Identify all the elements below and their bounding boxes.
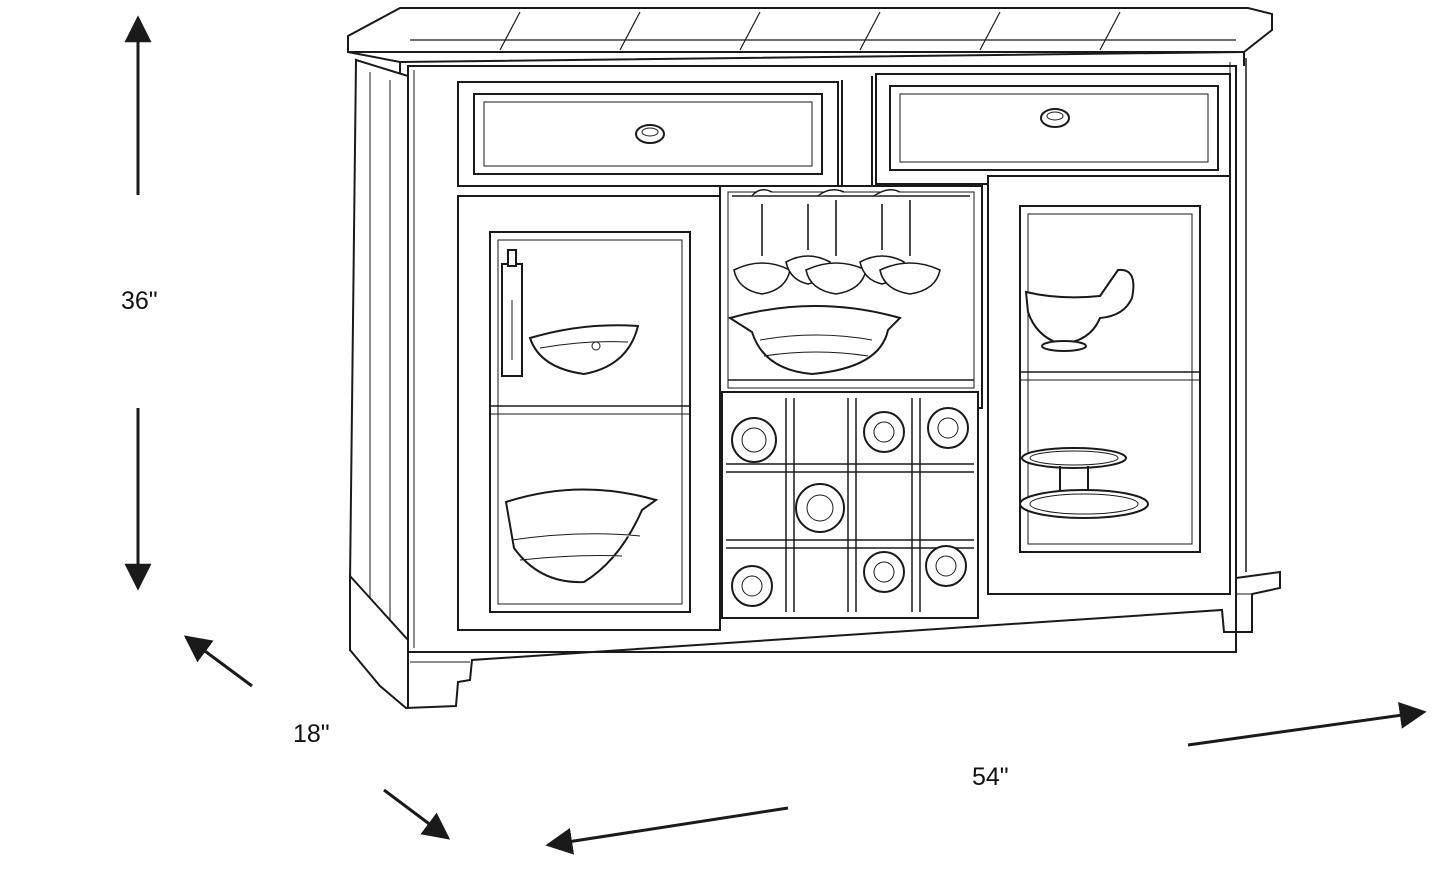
right-glass-door: [987, 175, 1231, 595]
decor-cake-stand: [1019, 447, 1149, 519]
decor-basket-lower-left: [504, 488, 659, 584]
depth-arrow-back: [183, 635, 253, 688]
top-drawers: [457, 73, 1231, 187]
width-arrow-right: [1187, 701, 1427, 747]
depth-arrow-front: [383, 788, 451, 840]
depth-dimension-label: 18": [293, 720, 330, 748]
cabinet-base: [349, 570, 1281, 710]
sideboard-cabinet: [347, 7, 1281, 710]
width-arrow-left: [545, 806, 789, 855]
decor-gravy-boat: [1024, 268, 1135, 352]
height-dimension-label: 36": [121, 287, 158, 315]
center-open-shelf: [719, 185, 983, 409]
dimension-arrows: [124, 15, 1427, 855]
wine-bottle-ends: [731, 407, 969, 607]
stemware-rack: [732, 189, 970, 197]
decor-bottle: [501, 249, 523, 377]
cabinet-top: [347, 7, 1273, 76]
cabinet-left-side: [348, 58, 409, 653]
wine-rack: [721, 391, 979, 619]
wine-glasses: [733, 200, 941, 295]
decor-bowl-upper-left: [528, 324, 640, 376]
drawer-right: [875, 73, 1231, 185]
drawer-left: [457, 81, 839, 187]
width-dimension-label: 54": [972, 763, 1009, 791]
decor-glass-bowl-center: [727, 305, 902, 376]
left-glass-door: [457, 195, 721, 631]
